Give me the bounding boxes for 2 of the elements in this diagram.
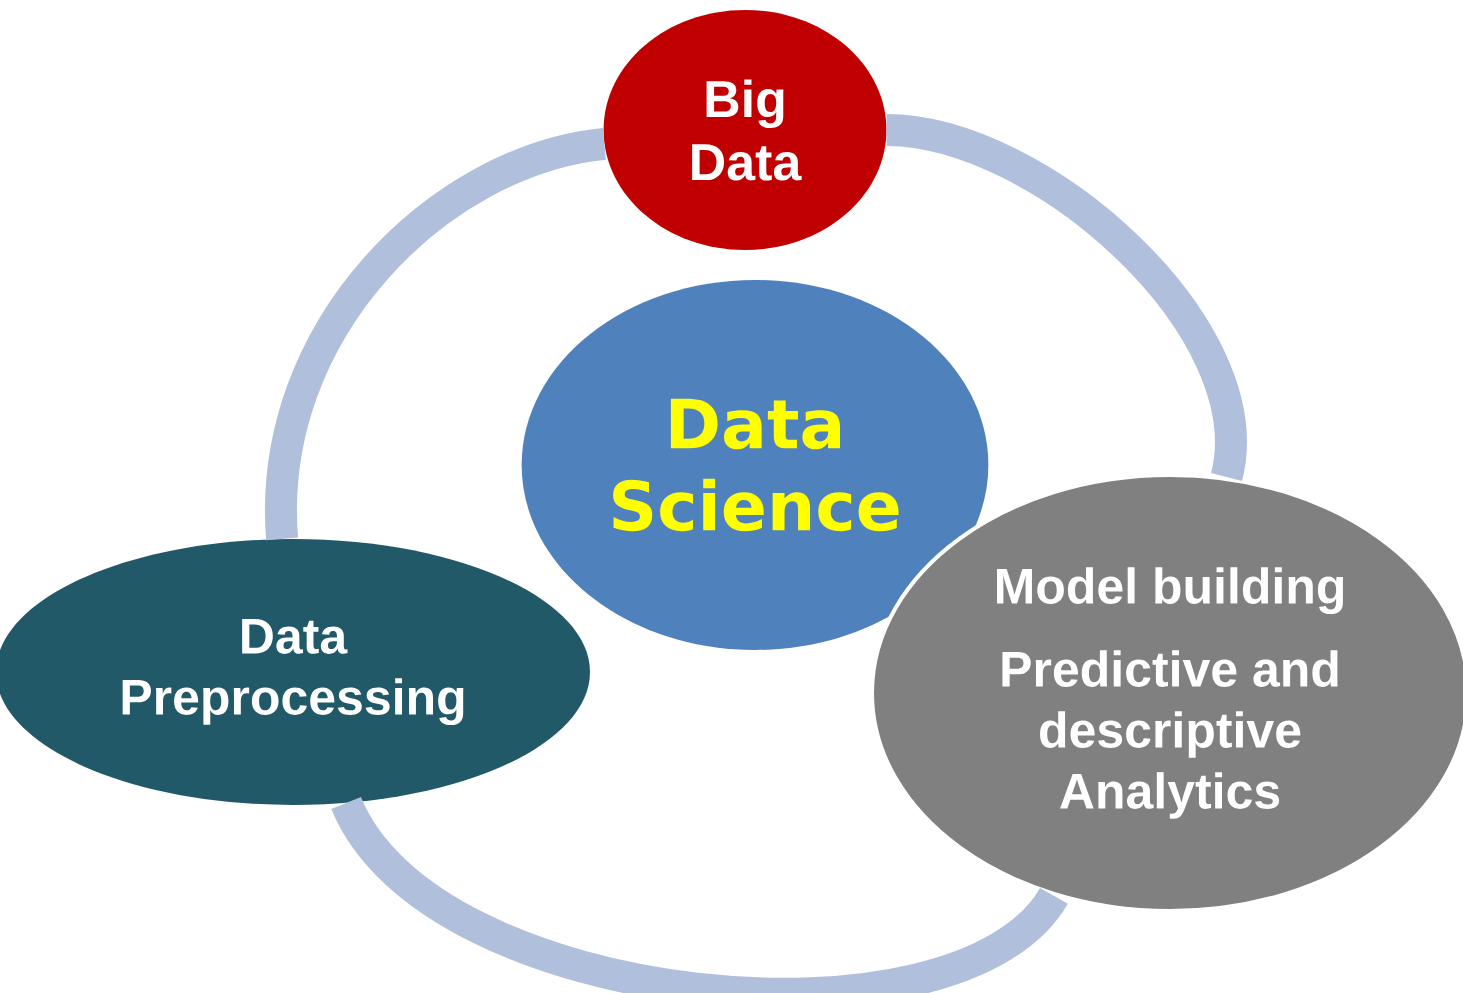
ring-arc [332, 794, 1066, 993]
ring-arc [265, 128, 608, 540]
